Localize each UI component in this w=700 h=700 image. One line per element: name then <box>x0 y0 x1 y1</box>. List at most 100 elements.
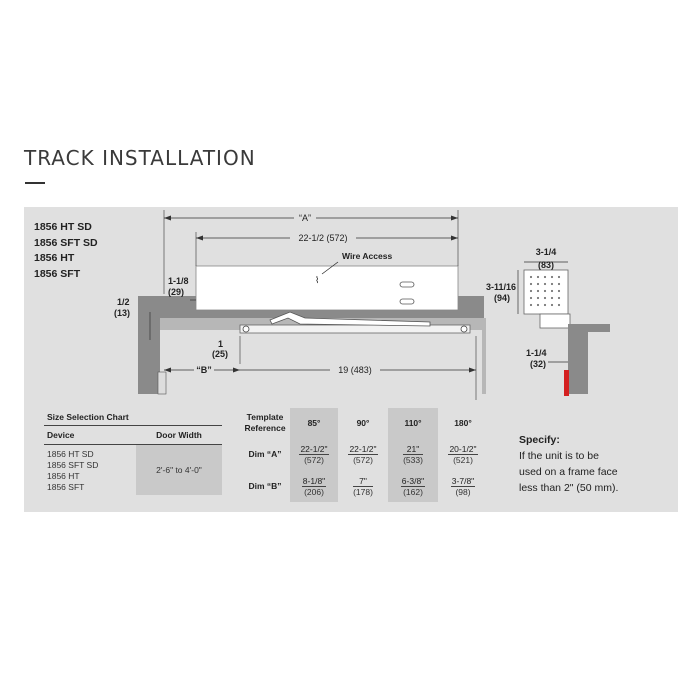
door-width-value: 2'-6" to 4'-0" <box>136 445 222 495</box>
dim-value-in: 8-1/8" <box>301 475 327 487</box>
dim-value-in: 22-1/2" <box>348 443 378 455</box>
dim-value-mm: (206) <box>304 486 324 497</box>
dim-19-label-bg <box>330 363 380 375</box>
size-selection-chart: Size Selection Chart Device Door Width 1… <box>44 410 222 497</box>
template-ref-label-2: Reference <box>244 423 286 433</box>
dim-b-label: “B” <box>196 365 212 375</box>
dim-a-row-label: Dim “A” <box>248 449 282 459</box>
wire-access-leader <box>321 261 339 275</box>
size-chart-col-width: Door Width <box>156 430 202 440</box>
dim-a-85: 22-1/2"(572) <box>290 438 338 470</box>
dim-value-mm: (521) <box>453 454 473 465</box>
dim-value-in: 21" <box>403 444 423 455</box>
specify-heading: Specify: <box>519 434 560 446</box>
dim-a-90: 22-1/2"(572) <box>338 438 388 470</box>
dim-b-110: 6-3/8"(162) <box>388 470 438 502</box>
side-height-mm: (94) <box>494 293 510 303</box>
track-slot-2 <box>399 298 415 305</box>
dim-22-label-bg <box>290 231 356 243</box>
dim-1-1-8-mm: (29) <box>168 287 184 297</box>
side-width-label: 3-1/4 <box>536 247 557 257</box>
dim-1-2-label: 1/2 <box>117 297 130 307</box>
specify-line: If the unit is to be <box>519 450 599 462</box>
dim-value-in: 22-1/2" <box>299 443 329 455</box>
specify-line: used on a frame face <box>519 466 618 478</box>
dim-value-mm: (533) <box>403 454 423 465</box>
size-chart-header: Device Door Width <box>44 426 222 445</box>
size-chart-title: Size Selection Chart <box>44 410 222 426</box>
dim-value-in: 6-3/8" <box>400 475 426 487</box>
size-chart-col-device: Device <box>47 430 75 440</box>
model-name: 1856 HT <box>34 252 75 264</box>
angle-90: 90° <box>356 418 370 428</box>
track <box>239 324 471 334</box>
door-face <box>160 330 482 394</box>
track-slot-1 <box>399 281 415 288</box>
angle-85: 85° <box>290 408 338 438</box>
dim-value-in: 20-1/2" <box>448 443 478 455</box>
model-list: 1856 HT SD 1856 SFT SD 1856 HT 1856 SFT <box>34 220 98 282</box>
dim-value-mm: (178) <box>353 486 373 497</box>
dim-b-arrow-right <box>233 367 240 373</box>
dim-value-mm: (572) <box>353 454 373 465</box>
dim-19-label: 19 (483) <box>338 365 372 375</box>
track-screw-right <box>460 325 468 333</box>
template-ref-header: Template Reference <box>240 408 290 438</box>
dim-a-arrow-right <box>451 215 458 221</box>
dim-a-arrow-left <box>164 215 171 221</box>
device-name: 1856 SFT <box>47 482 85 492</box>
model-name: 1856 HT SD <box>34 221 92 233</box>
template-ref-label-1: Template <box>246 412 284 422</box>
size-chart-devices: 1856 HT SD 1856 SFT SD 1856 HT 1856 SFT <box>44 445 136 497</box>
closer-arm <box>269 311 431 327</box>
side-depth-label: 1-1/4 <box>526 348 547 358</box>
size-chart-body: 1856 HT SD 1856 SFT SD 1856 HT 1856 SFT … <box>44 445 222 497</box>
dim-value-in: 7" <box>353 476 373 487</box>
dim-1-1-8-label: 1-1/8 <box>168 276 189 286</box>
device-name: 1856 HT <box>47 471 80 481</box>
specify-line: less than 2" (50 mm). <box>519 482 619 494</box>
dim-19-arrow-right <box>469 367 476 373</box>
side-width-mm: (83) <box>538 260 554 270</box>
title-underline <box>25 182 45 184</box>
dim-22-label: 22-1/2 (572) <box>298 233 347 243</box>
dim-b-85: 8-1/8"(206) <box>290 470 338 502</box>
dim-1-2-mm: (13) <box>114 308 130 318</box>
side-view-bracket <box>539 313 571 329</box>
device-name: 1856 HT SD <box>47 449 94 459</box>
track-screw-left <box>242 325 250 333</box>
dim-1-label: 1 <box>218 339 223 349</box>
dim-b-row-label: Dim “B” <box>248 481 282 491</box>
dim-b-90: 7"(178) <box>338 470 388 502</box>
angle-110: 110° <box>388 408 438 438</box>
dim-22-arrow-right <box>451 235 458 241</box>
dim-1-mm: (25) <box>212 349 228 359</box>
side-depth-mm: (32) <box>530 359 546 369</box>
dim-value-in: 3-7/8" <box>450 475 476 487</box>
dim-a-label: “A” <box>299 213 311 223</box>
angle-180: 180° <box>454 418 472 428</box>
dim-a-110: 21"(533) <box>388 438 438 470</box>
side-view-door <box>564 370 569 396</box>
dim-b-180: 3-7/8"(98) <box>438 470 488 502</box>
dim-value-mm: (572) <box>304 454 324 465</box>
dim-a-180: 20-1/2"(521) <box>438 438 488 470</box>
dim-b-label-bg <box>194 363 214 375</box>
side-height-label: 3-11/16 <box>486 282 516 292</box>
page-title: TRACK INSTALLATION <box>24 146 256 170</box>
dim-22-arrow-left <box>196 235 203 241</box>
side-view-frame <box>568 324 610 394</box>
model-name: 1856 SFT SD <box>34 236 98 249</box>
hinge <box>157 371 167 395</box>
closer-body <box>195 265 459 311</box>
wire-access-label: Wire Access <box>342 251 392 261</box>
template-reference-table: Template Reference 85° 90° 110° 180° Dim… <box>240 408 488 502</box>
dim-b-arrow-left <box>164 367 171 373</box>
device-name: 1856 SFT SD <box>47 460 99 470</box>
model-name: 1856 SFT <box>34 267 81 280</box>
wire-access-symbol: ⌇ <box>315 275 319 285</box>
dim-value-mm: (98) <box>455 486 471 497</box>
specify-note: Specify: If the unit is to be used on a … <box>519 432 618 496</box>
dim-value-mm: (162) <box>403 486 423 497</box>
